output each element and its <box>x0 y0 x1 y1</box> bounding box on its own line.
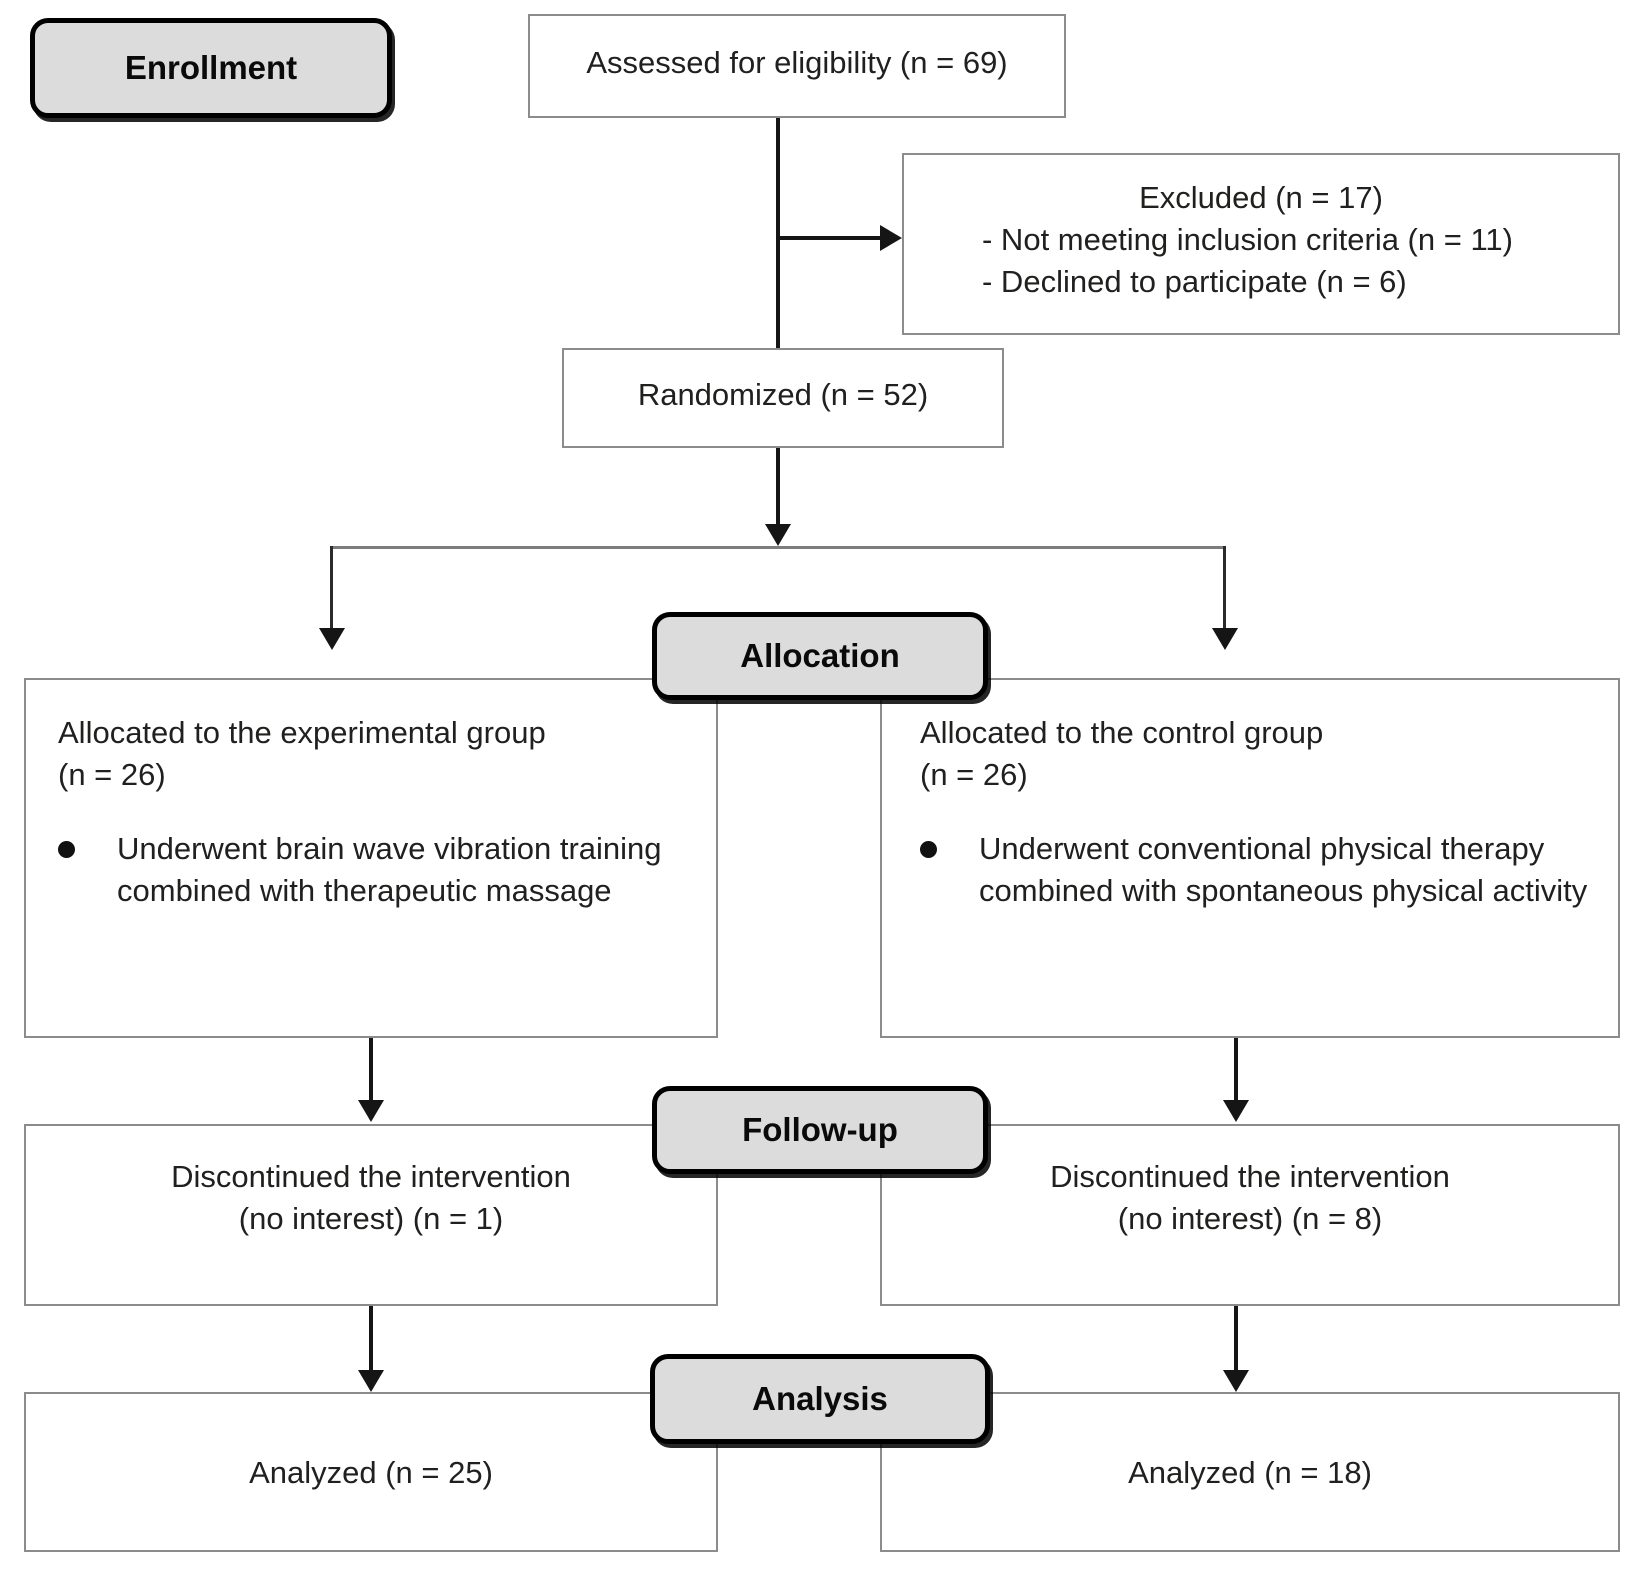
followup-control-text: Discontinued the intervention (no intere… <box>882 1156 1618 1240</box>
followup-control-line1: Discontinued the intervention <box>1050 1159 1450 1194</box>
arrow-control-followup-to-analysis-icon <box>1223 1370 1249 1392</box>
list-item: Underwent conventional physical therapy … <box>920 828 1592 911</box>
box-followup-experimental: Discontinued the intervention (no intere… <box>24 1124 718 1306</box>
bullet-dot-icon <box>58 841 75 858</box>
analyzed-control-text: Analyzed (n = 18) <box>1128 1455 1372 1490</box>
stage-label-allocation: Allocation <box>652 612 988 700</box>
followup-experimental-text: Discontinued the intervention (no intere… <box>26 1156 716 1240</box>
excluded-reason-1: - Declined to participate (n = 6) <box>982 264 1407 300</box>
analyzed-experimental-text: Analyzed (n = 25) <box>249 1455 493 1490</box>
allocation-split-drop-left <box>330 546 333 632</box>
box-allocated-control: Allocated to the control group (n = 26) … <box>880 678 1620 1038</box>
bullet-dot-icon <box>920 841 937 858</box>
randomized-text: Randomized (n = 52) <box>637 377 929 412</box>
excluded-heading: Excluded (n = 17) <box>1139 180 1383 215</box>
arrow-to-control-allocation-icon <box>1212 628 1238 650</box>
followup-control-line2: (no interest) (n = 8) <box>1117 1201 1383 1237</box>
stage-label-enrollment-text: Enrollment <box>124 49 298 86</box>
connector-randomized-down <box>776 448 780 526</box>
allocated-control-bullet-0: Underwent conventional physical therapy … <box>979 831 1588 908</box>
connector-assessed-to-excluded <box>776 236 880 240</box>
stage-label-allocation-text: Allocation <box>740 637 900 674</box>
box-analyzed-experimental: Analyzed (n = 25) <box>24 1392 718 1552</box>
allocated-experimental-heading: Allocated to the experimental group <box>58 715 546 750</box>
connector-assessed-to-randomized <box>776 118 780 348</box>
allocated-control-header: Allocated to the control group (n = 26) <box>920 712 1580 795</box>
connector-control-alloc-to-followup <box>1234 1038 1238 1102</box>
stage-label-followup: Follow-up <box>652 1086 988 1174</box>
allocated-experimental-bullets: Underwent brain wave vibration training … <box>58 828 694 911</box>
box-followup-control: Discontinued the intervention (no intere… <box>880 1124 1620 1306</box>
stage-label-followup-text: Follow-up <box>742 1111 898 1148</box>
arrow-experimental-alloc-to-followup-icon <box>358 1100 384 1122</box>
stage-label-analysis: Analysis <box>650 1354 990 1444</box>
allocated-experimental-header: Allocated to the experimental group (n =… <box>58 712 688 795</box>
list-item: Underwent brain wave vibration training … <box>58 828 694 911</box>
allocation-split-drop-right <box>1223 546 1226 632</box>
allocated-experimental-bullet-0: Underwent brain wave vibration training … <box>117 831 662 908</box>
arrow-experimental-followup-to-analysis-icon <box>358 1370 384 1392</box>
stage-label-analysis-text: Analysis <box>752 1380 888 1417</box>
arrow-to-excluded-icon <box>880 225 902 251</box>
arrow-randomized-to-split-icon <box>765 524 791 546</box>
allocated-control-count: (n = 26) <box>920 756 1028 792</box>
box-randomized: Randomized (n = 52) <box>562 348 1004 448</box>
allocated-control-heading: Allocated to the control group <box>920 715 1324 750</box>
connector-experimental-followup-to-analysis <box>369 1306 373 1372</box>
allocation-split-bar <box>330 546 1226 549</box>
allocated-experimental-count: (n = 26) <box>58 756 166 792</box>
arrow-to-experimental-allocation-icon <box>319 628 345 650</box>
excluded-block: Excluded (n = 17) - Not meeting inclusio… <box>904 177 1618 303</box>
box-excluded: Excluded (n = 17) - Not meeting inclusio… <box>902 153 1620 335</box>
excluded-reason-0: - Not meeting inclusion criteria (n = 11… <box>982 222 1513 258</box>
box-allocated-experimental: Allocated to the experimental group (n =… <box>24 678 718 1038</box>
connector-experimental-alloc-to-followup <box>369 1038 373 1102</box>
box-analyzed-control: Analyzed (n = 18) <box>880 1392 1620 1552</box>
followup-experimental-line1: Discontinued the intervention <box>171 1159 571 1194</box>
stage-label-enrollment: Enrollment <box>30 18 392 118</box>
box-assessed-for-eligibility: Assessed for eligibility (n = 69) <box>528 14 1066 118</box>
arrow-control-alloc-to-followup-icon <box>1223 1100 1249 1122</box>
assessed-text: Assessed for eligibility (n = 69) <box>586 45 1008 80</box>
allocated-control-bullets: Underwent conventional physical therapy … <box>920 828 1592 911</box>
followup-experimental-line2: (no interest) (n = 1) <box>238 1201 504 1237</box>
connector-control-followup-to-analysis <box>1234 1306 1238 1372</box>
